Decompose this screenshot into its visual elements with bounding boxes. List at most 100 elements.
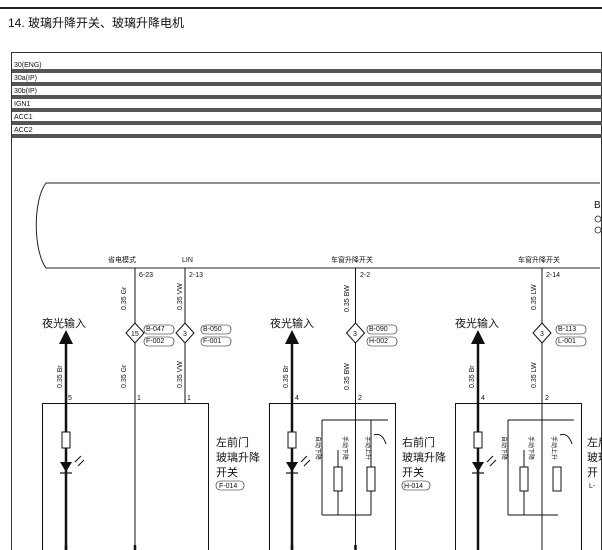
resistor	[61, 431, 71, 449]
contact-label: 自动下降	[314, 436, 322, 460]
splice-ref-top: B-047	[146, 326, 165, 333]
bus-bar-1	[12, 82, 602, 86]
signal-label-window-switch: 车窗升降开关	[331, 255, 373, 264]
splice-connector: 15 B-047 F-002	[125, 322, 175, 347]
module-ref-icon	[594, 215, 602, 223]
switch-code: L-	[589, 483, 596, 490]
led-icon	[472, 462, 484, 472]
arrow-up-icon	[59, 330, 73, 344]
bus-label-3: IGN1	[14, 101, 30, 108]
ref-outline	[401, 480, 431, 491]
switch-name-line: 玻璃升降	[402, 450, 446, 464]
control-module-outline	[35, 182, 600, 269]
bus-label-2: 30b(IP)	[14, 88, 37, 95]
pin-number: 1	[137, 395, 141, 402]
wire-color-label: 0.35 VW	[177, 283, 184, 310]
bus-bar-5	[12, 134, 602, 138]
wire-color-label: 0.35 Gr	[121, 364, 128, 388]
light-emission-icon	[300, 455, 311, 467]
resistor	[366, 466, 376, 492]
pin-number: 5	[68, 395, 72, 402]
module-partial-label: B	[594, 200, 601, 211]
switch-right-front: 4 2 自动下降 手动下降 手动上升 右前门 玻璃升降 开关 H-014	[269, 395, 446, 550]
splice-diamond	[345, 322, 366, 344]
splice-ref-bottom: L-001	[558, 338, 576, 345]
ref-outline	[200, 336, 232, 347]
splice-diamond	[532, 322, 552, 344]
ref-outline	[200, 324, 232, 335]
bus-bar-0	[12, 69, 602, 73]
bottom-ticks	[64, 545, 357, 550]
switch-name-line: 开关	[402, 465, 424, 479]
ref-outline	[215, 480, 245, 491]
pin-number: 4	[295, 395, 299, 402]
splice-connector: 3 B-050 F-001	[175, 322, 232, 347]
signal-label-power-save: 省电模式	[108, 255, 136, 264]
contact-label: 手动上升	[550, 436, 558, 460]
splice-ref-bottom: F-001	[203, 338, 221, 345]
ref-outline	[143, 324, 175, 335]
pin-label: 2-13	[189, 272, 203, 279]
contact-label: 手动下降	[341, 436, 349, 460]
diagram-frame	[11, 52, 602, 550]
splice-ref-bottom: F-002	[146, 338, 164, 345]
ref-outline	[366, 324, 398, 335]
wire-color-label: 0.35 BW	[344, 363, 351, 390]
splice-number: 3	[183, 331, 187, 338]
wire-color-label: 0.35 Br	[57, 365, 64, 388]
led-icon	[60, 462, 72, 472]
bus-bar-4	[12, 121, 602, 125]
switch-left-front: 5 1 1 左前门 玻璃升降 开关 F-014	[42, 395, 260, 550]
splice-number: 3	[353, 331, 357, 338]
resistor	[473, 431, 483, 449]
switch-name-line: 右前门	[402, 435, 435, 449]
switch-name-line: 开	[587, 466, 598, 479]
page-title: 14. 玻璃升降开关、玻璃升降电机	[8, 16, 185, 30]
resistor	[519, 466, 529, 492]
signal-label-window-switch: 车窗升降开关	[518, 255, 560, 264]
light-emission-icon	[74, 455, 85, 467]
bus-bar-2	[12, 95, 602, 99]
switch-lever-icon	[373, 433, 387, 445]
pin-label: 6-23	[139, 272, 153, 279]
splice-diamond	[175, 322, 195, 344]
resistor	[552, 466, 562, 492]
pin-number: 4	[481, 395, 485, 402]
wire-color-label: 0.35 Br	[469, 365, 476, 388]
switch-box	[42, 403, 209, 550]
led-icon	[286, 462, 298, 472]
splice-ref-top: B-050	[203, 326, 222, 333]
switch-lever-icon	[559, 433, 573, 445]
splice-ref-top: B-113	[558, 326, 576, 333]
wire-color-label: 0.35 LW	[531, 284, 538, 310]
pin-number: 2	[545, 395, 549, 402]
contact-label: 手动上升	[364, 436, 372, 460]
switch-code: H-014	[404, 483, 423, 490]
splice-diamond	[125, 322, 145, 344]
night-light-label: 夜光输入	[270, 316, 314, 330]
pin-number: 1	[187, 395, 191, 402]
bus-label-5: ACC2	[14, 127, 33, 134]
splice-ref-bottom: H-002	[369, 338, 388, 345]
resistor	[287, 431, 297, 449]
top-divider	[0, 7, 602, 9]
switch-name-line: 左后	[587, 436, 602, 449]
resistor	[333, 466, 343, 492]
switch-box	[269, 403, 396, 550]
pin-number: 2	[358, 395, 362, 402]
pin-label: 2-14	[546, 272, 560, 279]
arrow-up-icon	[285, 330, 299, 344]
pin-label: 2-2	[360, 272, 370, 279]
night-light-label: 夜光输入	[42, 316, 86, 330]
bus-bar-3	[12, 108, 602, 112]
wire-color-label: 0.35 BW	[344, 285, 351, 312]
ref-outline	[555, 336, 587, 347]
switch-name-line: 玻璃	[587, 450, 602, 464]
wire-color-label: 0.35 Br	[283, 365, 290, 388]
light-emission-icon	[486, 455, 497, 467]
arrow-up-icon	[471, 330, 485, 344]
splice-connector: 3 B-090 H-002	[345, 322, 398, 347]
switch-name-line: 玻璃升降	[216, 450, 260, 464]
splice-number: 15	[131, 331, 139, 338]
